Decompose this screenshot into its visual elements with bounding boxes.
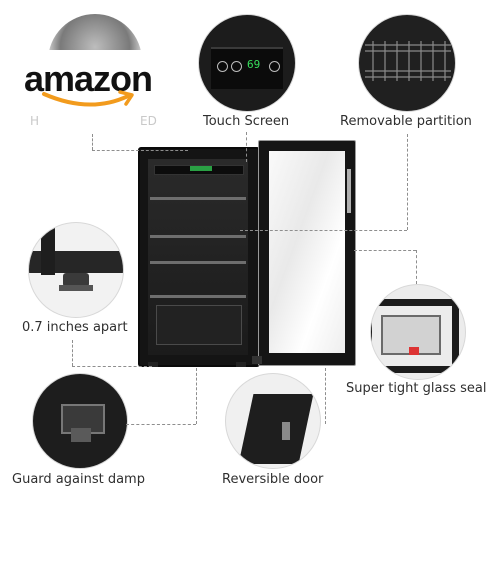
power-button-icon <box>217 61 228 72</box>
reversible-label: Reversible door <box>222 472 324 487</box>
leader-seal-h <box>354 250 416 251</box>
door-panel <box>238 394 314 464</box>
wire-shelf-icon <box>365 41 451 81</box>
removable-partition-label: Removable partition <box>340 114 472 129</box>
glass-door <box>258 140 356 366</box>
amazon-logo: amazon <box>24 58 153 99</box>
latch-icon <box>409 347 419 355</box>
leveling-foot-icon <box>63 273 89 287</box>
damp-label: Guard against damp <box>12 472 145 487</box>
leader-apart-h <box>72 366 152 367</box>
fridge-foot-left <box>148 362 158 367</box>
glass-seal-circle <box>370 284 466 380</box>
amazon-smile-icon <box>42 90 134 107</box>
door-handle <box>347 169 351 213</box>
damp-foot-icon <box>71 428 91 442</box>
glass-seal-label: Super tight glass seal <box>346 381 487 396</box>
touch-screen-label: Touch Screen <box>203 114 290 129</box>
hinge-pin-icon <box>282 422 290 440</box>
leader-partition-h <box>240 230 407 231</box>
leveling-foot-base <box>59 285 93 291</box>
damp-guard-circle <box>32 373 128 469</box>
door-hinge-icon <box>252 356 262 364</box>
leader-touch <box>246 132 247 162</box>
leveling-foot-circle <box>28 222 124 318</box>
touch-screen-circle: 69 <box>198 14 296 112</box>
crisper-drawer <box>156 305 242 345</box>
shelf-2 <box>150 235 246 238</box>
leader-seal-v <box>416 250 417 284</box>
caption-fragment-right: ED <box>140 114 157 128</box>
control-panel: 69 <box>211 47 283 89</box>
logo-backdrop <box>14 50 164 110</box>
leader-logo-v <box>92 134 93 150</box>
light-button-icon <box>231 61 242 72</box>
shelf-1 <box>150 197 246 200</box>
interior-light <box>190 166 212 171</box>
reversible-door-circle <box>225 373 321 469</box>
shelf-4 <box>150 295 246 298</box>
temperature-readout: 69 <box>247 58 261 71</box>
up-button-icon <box>269 61 280 72</box>
leader-reversible <box>325 368 326 424</box>
fridge-foot-right <box>236 362 246 367</box>
cabinet-side <box>41 223 55 275</box>
glass-pane <box>269 151 345 353</box>
door-frame <box>371 299 459 373</box>
fridge-cabinet <box>138 147 260 367</box>
leader-apart-v <box>72 340 73 366</box>
leader-damp-v <box>196 368 197 424</box>
shelf-3 <box>150 261 246 264</box>
leader-partition-v <box>407 134 408 230</box>
removable-partition-circle <box>358 14 456 112</box>
caption-fragment-left: H <box>30 114 40 128</box>
apart-label: 0.7 inches apart <box>22 320 128 335</box>
leader-logo <box>92 150 188 151</box>
leader-damp-h <box>126 424 196 425</box>
